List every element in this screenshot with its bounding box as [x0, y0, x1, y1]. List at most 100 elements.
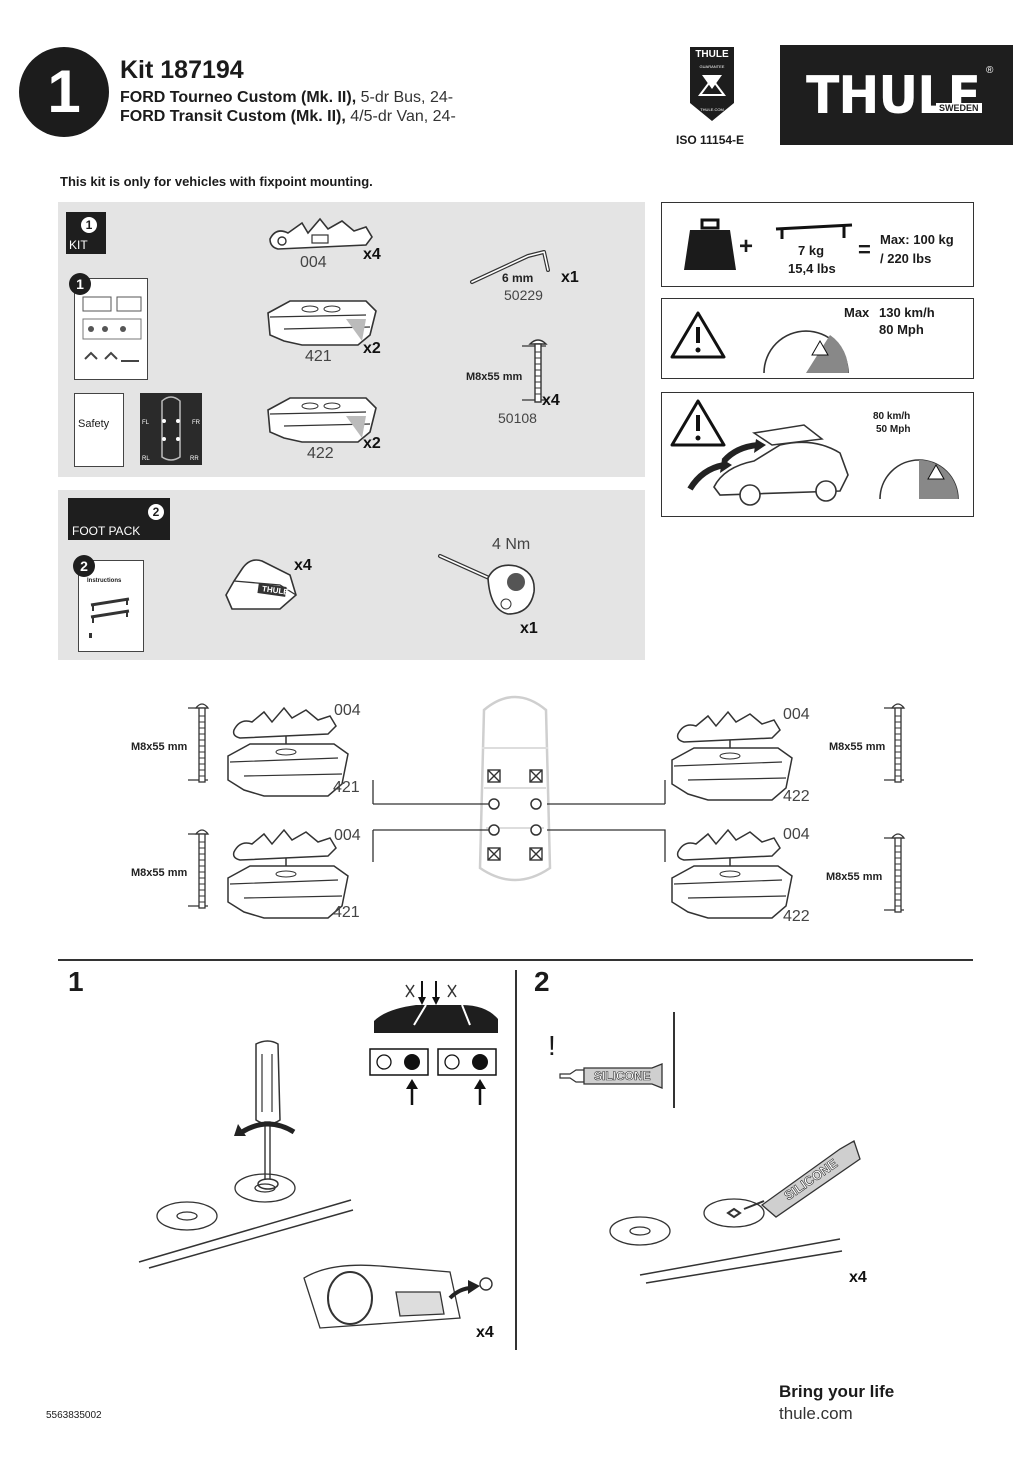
foot-manual-number: 2	[80, 558, 88, 574]
step-1-number: 1	[68, 966, 84, 997]
vehicle-2-model: FORD Transit Custom (Mk. II),	[120, 108, 346, 125]
kit-badge-label: KIT	[69, 238, 88, 252]
allen-key-icon	[470, 250, 550, 284]
rear-left-bolt-size: M8x55 mm	[131, 867, 188, 879]
vehicle-1-detail: 5-dr Bus, 24-	[356, 89, 454, 106]
silicone-tube-label: SILICONE	[594, 1069, 651, 1084]
part-421-code: 421	[305, 348, 332, 365]
rear-left-pad-code: 421	[333, 904, 360, 921]
vehicle-2-detail: 4/5-dr Van, 24-	[345, 108, 456, 125]
logo-text: THULE	[806, 65, 981, 126]
footer-tagline: Bring your life	[779, 1382, 895, 1401]
front-right-bolt-size: M8x55 mm	[829, 741, 886, 753]
assembly-rear-right-bolt-icon	[884, 833, 906, 913]
bolt-code: 50108	[498, 410, 537, 426]
screwdriver-icon	[234, 1040, 296, 1190]
thule-logo: THULE SWEDEN ®	[780, 45, 1013, 145]
manual-sketch-icon	[82, 296, 142, 362]
max-speed-label: Max	[844, 305, 870, 320]
connector-lines	[372, 780, 666, 862]
logo-reg: ®	[986, 65, 994, 76]
foot-pack-badge: 2 FOOT PACK	[68, 498, 170, 540]
allen-key-qty: x1	[561, 269, 579, 286]
kit-manual: 1	[69, 273, 148, 380]
foot-badge-number: 2	[152, 505, 160, 519]
part-421-qty: x2	[363, 340, 381, 357]
guarantee-url: THULE.COM	[700, 107, 724, 112]
step-2-qty: x4	[849, 1269, 867, 1286]
warning-icon	[670, 311, 726, 359]
safety-label: Safety	[78, 418, 110, 430]
position-card: FL FR RL RR	[140, 393, 202, 465]
foot-badge-label: FOOT PACK	[72, 524, 141, 538]
step-badge-number: 1	[47, 58, 81, 125]
foot-manual-badge: 2	[73, 555, 95, 577]
doc-number: 5563835002	[46, 1410, 102, 1421]
rear-right-clamp-code: 004	[783, 826, 810, 843]
rear-right-bolt-size: M8x55 mm	[826, 871, 883, 883]
footer-website[interactable]: thule.com	[779, 1404, 853, 1423]
curve-speed-kmh: 80 km/h	[873, 411, 911, 422]
roof-surface-icon	[138, 1173, 354, 1269]
front-left-clamp-code: 004	[334, 702, 361, 719]
silicone-application-icon	[609, 1140, 861, 1284]
curve-warning-box: 80 km/h 50 Mph	[661, 392, 974, 517]
assembly-rear-left-icon	[227, 828, 349, 919]
front-left-pad-code: 421	[333, 779, 360, 796]
assembly-front-right-icon	[671, 710, 793, 801]
bolt-size: M8x55 mm	[466, 371, 523, 383]
rear-left-clamp-code: 004	[334, 827, 361, 844]
part-004-code: 004	[300, 254, 327, 271]
assembly-front-right-bolt-icon	[884, 703, 906, 783]
fixpoint-notice: This kit is only for vehicles with fixpo…	[60, 174, 373, 189]
dashboard-storage-icon	[303, 1264, 493, 1329]
max-speed-kmh: 130 km/h	[879, 305, 935, 320]
kit-badge-circle: 1	[81, 217, 97, 233]
part-004-qty: x4	[363, 246, 381, 263]
roof-fixpoint-diagram-icon	[369, 981, 498, 1105]
instructions-label: Instructions	[87, 578, 122, 584]
front-right-pad-code: 422	[783, 788, 810, 805]
weight-icon	[684, 218, 736, 270]
max-load: Max: 100 kg	[880, 232, 954, 247]
vehicle-line-1: FORD Tourneo Custom (Mk. II), 5-dr Bus, …	[120, 89, 453, 107]
safety-booklet: Safety	[74, 393, 124, 467]
roof-bars-sketch-icon	[89, 597, 130, 638]
vehicle-line-2: FORD Transit Custom (Mk. II), 4/5-dr Van…	[120, 108, 456, 126]
allen-key-code: 50229	[504, 287, 543, 303]
part-422-qty: x2	[363, 435, 381, 452]
rear-right-pad-code: 422	[783, 908, 810, 925]
equals-sign: =	[858, 237, 871, 262]
kit-title: Kit 187194	[120, 56, 244, 84]
kit-box-badge: 1 KIT	[66, 212, 106, 254]
silicone-tube-icon	[559, 1063, 663, 1089]
curve-speed-mph: 50 Mph	[876, 424, 911, 435]
clamp-004-icon	[269, 217, 373, 250]
part-422-code: 422	[307, 445, 334, 462]
corner-fl: FL	[142, 420, 150, 426]
iso-label: ISO 11154-E	[676, 133, 745, 147]
guarantee-shield-icon	[690, 47, 734, 121]
curve-speedometer-icon	[879, 459, 959, 500]
kit-badge-number: 1	[85, 218, 93, 232]
vehicle-top-view-icon	[478, 695, 552, 882]
plus-sign: +	[739, 233, 754, 260]
step-2-divider	[673, 1012, 675, 1108]
corner-fr: FR	[192, 420, 200, 426]
assembly-rear-right-icon	[671, 828, 793, 919]
torque-value: 4 Nm	[492, 536, 531, 553]
assembly-front-left-icon	[227, 706, 349, 797]
car-topview-mini-icon	[161, 396, 181, 461]
bars-weight-lbs: 15,4 lbs	[788, 261, 836, 276]
assembly-front-left-bolt-icon	[188, 703, 210, 783]
allen-key-size: 6 mm	[502, 271, 534, 285]
guarantee-text: GUARANTEE	[699, 64, 725, 69]
foot-manual: 2 Instructions	[73, 555, 144, 652]
pad-421-icon	[267, 300, 377, 346]
kit-manual-badge: 1	[69, 273, 91, 295]
front-right-clamp-code: 004	[783, 706, 810, 723]
vehicle-1-model: FORD Tourneo Custom (Mk. II),	[120, 89, 357, 106]
corner-rl: RL	[142, 456, 150, 462]
steps-divider	[58, 959, 973, 961]
curve-warning-icon	[670, 399, 726, 447]
